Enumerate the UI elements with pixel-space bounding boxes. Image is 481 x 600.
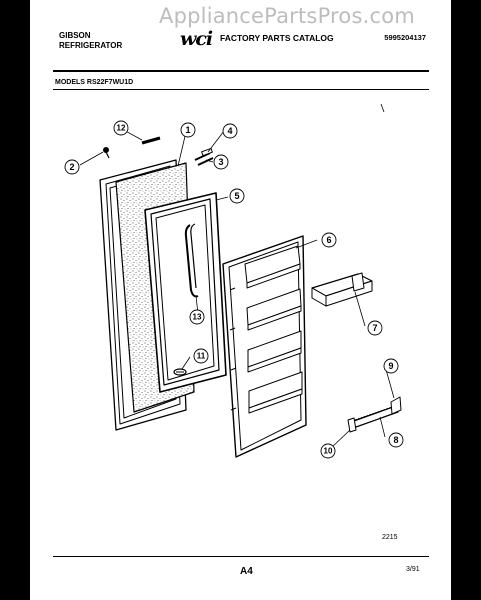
callout-7: 7 bbox=[372, 323, 377, 333]
models-label: MODELS RS22F7WU1D bbox=[55, 79, 134, 86]
callout-11: 11 bbox=[197, 352, 206, 361]
callout-5: 5 bbox=[234, 191, 239, 201]
exploded-door-diagram: 1 2 3 4 5 6 7 8 9 10 11 12 13 bbox=[64, 103, 404, 459]
callout-12: 12 bbox=[117, 124, 126, 133]
figure-number: 2215 bbox=[382, 534, 398, 541]
revision-date: 3/91 bbox=[406, 566, 420, 573]
stray-mark bbox=[380, 103, 385, 113]
door-stop-part-11 bbox=[173, 368, 187, 376]
door-handle-part-13 bbox=[184, 223, 199, 298]
callout-3: 3 bbox=[218, 157, 223, 167]
parts-diagram-page: AppliancePartsPros.com GIBSON REFRIGERAT… bbox=[30, 0, 451, 600]
models-rule bbox=[53, 89, 429, 90]
inner-liner-part-6 bbox=[222, 235, 307, 458]
catalog-number: 5995204137 bbox=[384, 33, 426, 42]
callout-1: 1 bbox=[185, 125, 190, 135]
shelf-rail-part-8 bbox=[347, 396, 402, 433]
wci-logo: wci bbox=[180, 28, 213, 50]
screw-part-2 bbox=[103, 147, 110, 159]
hinge-part-4 bbox=[201, 147, 213, 157]
callout-13: 13 bbox=[193, 313, 202, 322]
catalog-title: FACTORY PARTS CATALOG bbox=[220, 33, 334, 43]
callout-10: 10 bbox=[324, 447, 333, 456]
door-frame-part-5 bbox=[144, 192, 227, 393]
brand-name: GIBSON bbox=[59, 31, 91, 40]
page-label: A4 bbox=[240, 566, 253, 577]
product-type: REFRIGERATOR bbox=[59, 41, 123, 50]
callout-circles bbox=[64, 120, 404, 459]
callout-6: 6 bbox=[326, 235, 331, 245]
callout-4: 4 bbox=[227, 126, 232, 136]
header-rule bbox=[53, 70, 429, 72]
door-shelf-part-7 bbox=[311, 272, 373, 307]
callout-9: 9 bbox=[388, 361, 393, 371]
footer-rule bbox=[53, 556, 429, 557]
brand-block: GIBSON REFRIGERATOR bbox=[59, 31, 122, 51]
callout-2: 2 bbox=[69, 162, 74, 172]
callout-leaders bbox=[79, 127, 395, 450]
watermark: AppliancePartsPros.com bbox=[159, 4, 415, 28]
callout-8: 8 bbox=[393, 435, 398, 445]
top-trim-part-12 bbox=[141, 136, 161, 145]
